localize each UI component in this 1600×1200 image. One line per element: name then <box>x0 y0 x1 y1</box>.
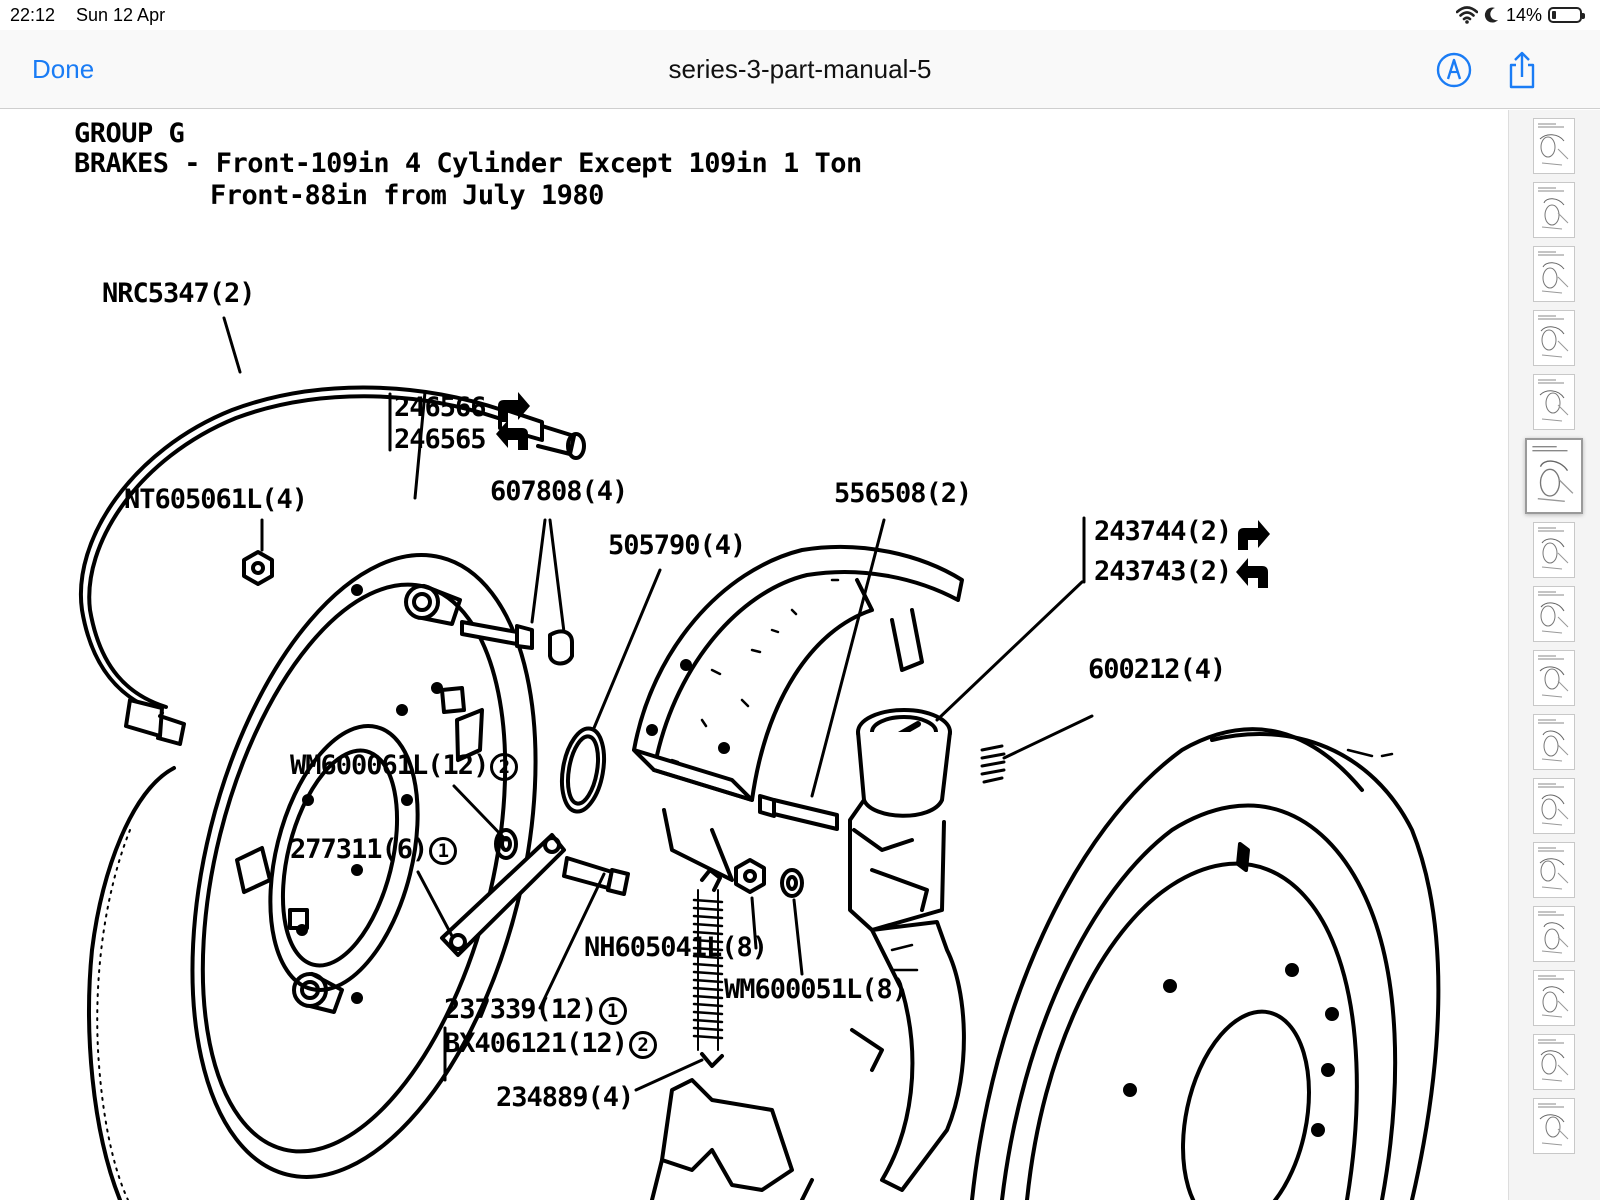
battery-icon <box>1548 7 1585 23</box>
thumbnail-preview <box>1538 251 1569 294</box>
note-marker-1: 1 <box>429 836 458 865</box>
left-hand-arrow-icon <box>1236 558 1268 588</box>
battery-level-fill <box>1552 11 1556 19</box>
note-marker-1: 1 <box>598 996 627 1025</box>
leader-lines <box>222 316 1094 1092</box>
page-thumbnail[interactable] <box>1533 842 1575 898</box>
brake-hose <box>78 385 586 746</box>
group-heading: GROUP G <box>74 118 185 149</box>
thumbnail-preview <box>1538 591 1569 634</box>
upper-brake-shoe <box>632 544 964 882</box>
page-thumbnail[interactable] <box>1533 182 1575 238</box>
page-thumbnail[interactable] <box>1533 906 1575 962</box>
lower-brake-shoe <box>650 920 966 1200</box>
part-label-607808: 607808(4) <box>490 476 628 507</box>
note-marker-2: 2 <box>629 1030 658 1059</box>
part-label-wm600051l: WM600051L(8) <box>724 974 908 1005</box>
page-thumbnail[interactable] <box>1533 118 1575 174</box>
part-label-505790: 505790(4) <box>608 530 746 561</box>
share-icon[interactable] <box>1502 50 1542 90</box>
navigation-bar: Done series-3-part-manual-5 <box>0 30 1600 109</box>
page-thumbnail[interactable] <box>1533 970 1575 1026</box>
battery-percent: 14% <box>1505 4 1542 25</box>
part-label-nh605041l: NH605041L(8) <box>584 932 768 963</box>
thumbnail-preview <box>1538 911 1569 954</box>
part-number: BX406121(12) <box>444 1028 628 1059</box>
document-title: series-3-part-manual-5 <box>668 54 932 84</box>
thumbnail-preview <box>1538 655 1569 698</box>
direction-arrows <box>496 392 1270 588</box>
thumbnail-preview <box>1532 446 1574 502</box>
markup-pen-icon[interactable] <box>1434 50 1474 90</box>
part-label-556508: 556508(2) <box>834 478 972 509</box>
thumbnail-preview <box>1538 379 1569 422</box>
status-bar: 22:12 Sun 12 Apr 14% <box>0 0 1600 30</box>
part-label-nt605061l: NT605061L(4) <box>124 484 308 515</box>
part-label-600212: 600212(4) <box>1088 654 1226 685</box>
status-time: 22:12 <box>10 5 56 25</box>
part-label-246566: 246566 <box>394 392 487 423</box>
thumbnail-preview <box>1538 1103 1569 1146</box>
thumbnail-preview <box>1538 783 1569 826</box>
part-label-237339: 237339(12)1 <box>444 994 627 1025</box>
right-hand-arrow-icon <box>498 392 530 422</box>
page-thumbnail[interactable] <box>1533 714 1575 770</box>
page-thumbnail[interactable] <box>1525 438 1583 514</box>
page-thumbnail-sidebar[interactable] <box>1508 110 1600 1200</box>
part-label-246565: 246565 <box>394 424 487 455</box>
page-thumbnail[interactable] <box>1533 650 1575 706</box>
page-title-line-1: BRAKES - Front-109in 4 Cylinder Except 1… <box>74 148 862 179</box>
thumbnail-preview <box>1538 123 1569 166</box>
part-label-wm600061l: WM600061L(12)2 <box>290 750 519 781</box>
part-number: WM600061L(12) <box>290 750 489 781</box>
wheel-cylinder <box>848 708 952 932</box>
done-button[interactable]: Done <box>32 54 95 84</box>
thumbnail-preview <box>1538 187 1569 230</box>
page-thumbnail[interactable] <box>1533 778 1575 834</box>
thumbnail-preview <box>1538 719 1569 762</box>
part-label-243744: 243744(2) <box>1094 516 1232 547</box>
page-title-line-2: Front-88in from July 1980 <box>210 180 604 211</box>
left-hand-arrow-icon <box>496 420 528 450</box>
thumbnail-preview <box>1538 315 1569 358</box>
page-thumbnail[interactable] <box>1533 522 1575 578</box>
do-not-disturb-moon-icon <box>1484 7 1498 23</box>
right-hand-arrow-icon <box>1238 520 1270 550</box>
brake-exploded-diagram <box>78 316 1441 1200</box>
part-label-bx406121: BX406121(12)2 <box>444 1028 658 1059</box>
page-thumbnail[interactable] <box>1533 1034 1575 1090</box>
part-label-234889: 234889(4) <box>496 1082 634 1113</box>
part-label-nrc5347: NRC5347(2) <box>102 278 256 309</box>
page-thumbnail[interactable] <box>1533 586 1575 642</box>
part-label-243743: 243743(2) <box>1094 556 1232 587</box>
part-label-277311: 277311(6)1 <box>290 834 458 865</box>
part-number: 237339(12) <box>444 994 598 1025</box>
page-thumbnail[interactable] <box>1533 374 1575 430</box>
thumbnail-preview <box>1538 1039 1569 1082</box>
page-thumbnail[interactable] <box>1533 1098 1575 1154</box>
brake-drum <box>970 727 1441 1200</box>
note-marker-2: 2 <box>490 752 519 781</box>
part-number: 277311(6) <box>290 834 428 865</box>
document-page[interactable]: GROUP G BRAKES - Front-109in 4 Cylinder … <box>12 110 1508 1200</box>
page-thumbnail[interactable] <box>1533 310 1575 366</box>
status-indicators: 14% <box>1455 4 1585 26</box>
wifi-icon <box>1455 6 1478 24</box>
thumbnail-preview <box>1538 527 1569 570</box>
thumbnail-preview <box>1538 975 1569 1018</box>
thumbnail-preview <box>1538 847 1569 890</box>
status-date: Sun 12 Apr <box>76 5 166 25</box>
page-thumbnail[interactable] <box>1533 246 1575 302</box>
